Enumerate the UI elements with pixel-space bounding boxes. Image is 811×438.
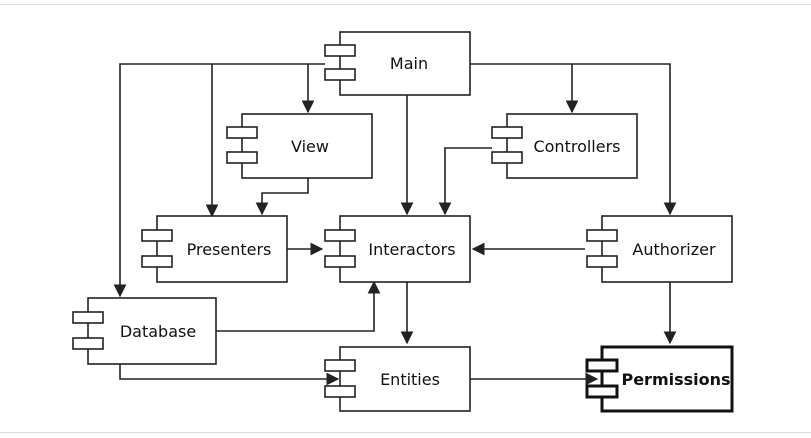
component-database: Database	[72, 297, 217, 365]
component-main: Main	[324, 31, 471, 96]
components: Main View Controllers Presenters	[72, 31, 734, 413]
component-label-presenters: Presenters	[187, 240, 272, 259]
component-label-database: Database	[120, 322, 196, 341]
edge-view-presenters	[255, 178, 309, 216]
edge-main-authorizer	[470, 63, 677, 216]
edge-controllers-interactors	[438, 147, 492, 216]
component-label-controllers: Controllers	[533, 137, 620, 156]
component-label-view: View	[291, 137, 329, 156]
component-label-authorizer: Authorizer	[632, 240, 716, 259]
dependency-arrows	[113, 63, 677, 386]
component-label-main: Main	[390, 54, 428, 73]
top-frame-line	[0, 4, 811, 5]
component-label-interactors: Interactors	[368, 240, 455, 259]
component-entities: Entities	[324, 346, 471, 412]
edge-main-database	[113, 63, 325, 298]
component-label-permissions: Permissions	[621, 370, 730, 389]
component-interactors: Interactors	[324, 215, 471, 283]
edge-database-entities	[119, 364, 340, 386]
edge-database-interactors	[216, 280, 381, 332]
component-authorizer: Authorizer	[586, 215, 733, 283]
component-controllers: Controllers	[491, 113, 638, 179]
component-label-entities: Entities	[380, 370, 440, 389]
component-view: View	[226, 113, 373, 179]
component-presenters: Presenters	[141, 215, 288, 283]
component-permissions: Permissions	[585, 345, 734, 413]
bottom-frame-line	[0, 432, 811, 433]
